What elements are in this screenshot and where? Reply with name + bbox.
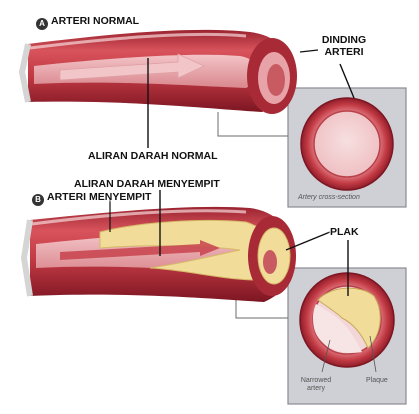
artery-a-cut-end [18, 43, 31, 103]
panel-b-title-text: ARTERI MENYEMPIT [47, 191, 152, 203]
narrowed-flow-label: ALIRAN DARAH MENYEMPIT [74, 178, 220, 190]
panel-a-title-text: ARTERI NORMAL [51, 15, 140, 27]
artery-b-cut-end [20, 219, 33, 297]
normal-flow-label: ALIRAN DARAH NORMAL [88, 150, 218, 162]
inset-b-narrowed-caption-line1: Narrowed [300, 377, 332, 384]
cross-section-b-plaque [317, 287, 381, 349]
inset-b-leader-plaque [369, 335, 377, 373]
inset-b-plaque-caption: Plaque [366, 377, 388, 384]
inset-b-narrowed-caption: Narrowed artery [296, 377, 336, 393]
panel-b-badge: B [32, 194, 44, 206]
inset-a-caption: Artery cross-section [298, 194, 360, 201]
cross-section-a-lumen [313, 110, 381, 178]
wall-a-leader-2 [299, 49, 319, 53]
plaque-label: PLAK [330, 226, 359, 238]
artery-wall-label: DINDING ARTERI [316, 34, 372, 58]
artery-a-opening-depth [267, 64, 285, 96]
artery-a-highlight [29, 32, 247, 50]
panel-a-badge: A [36, 18, 48, 30]
artery-wall-label-line2: ARTERI [324, 46, 364, 58]
flow-arrow-a [59, 53, 205, 81]
panel-a-artwork [18, 29, 407, 208]
inset-a-connector [217, 112, 288, 137]
wall-a-leader [339, 63, 355, 99]
artery-b-opening-lumen [263, 250, 277, 274]
inset-b-leader-narrowed [321, 339, 331, 373]
panel-b-artwork [20, 190, 407, 405]
flow-arrow-b [60, 240, 220, 260]
artery-b-highlight [31, 209, 247, 226]
plaque-leader-artery [285, 231, 331, 251]
artery-wall-label-line1: DINDING [321, 34, 367, 46]
inset-b-narrowed-caption-line2: artery [307, 385, 325, 392]
cross-section-b-narrow-lumen [312, 304, 362, 353]
